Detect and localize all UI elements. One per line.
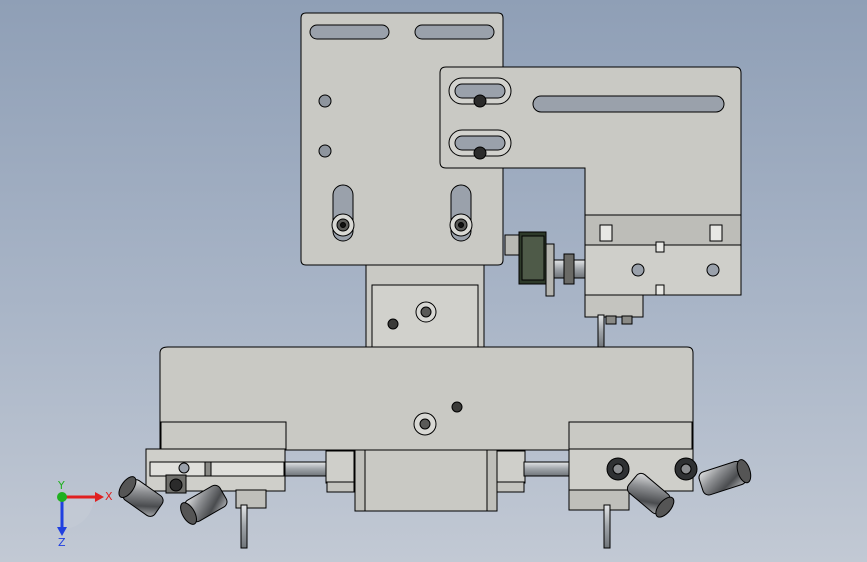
pneumatic-fitting-left-1[interactable] [116,474,166,519]
z-axis-label: Z [58,536,66,549]
pneumatic-fitting-left-2[interactable] [177,483,229,527]
guide-rods [284,450,570,493]
pneumatic-fitting-right-2[interactable] [674,457,753,497]
right-bracket-plate[interactable] [439,66,742,216]
y-axis-marker [57,492,67,502]
y-axis-label: Y [57,479,65,492]
z-axis-arrow [57,497,67,536]
central-column[interactable] [365,264,485,350]
x-axis-arrow [62,492,104,502]
main-body[interactable] [159,346,694,512]
pneumatic-fitting-right-1[interactable] [606,457,677,520]
screw-head-left [331,213,355,237]
side-connector[interactable] [504,231,586,297]
x-axis-label: X [105,490,113,503]
screw-head-right [449,213,473,237]
orientation-triad: X Y Z [57,479,113,549]
right-slide-cylinder[interactable] [584,214,742,349]
left-gripper-jaw[interactable] [145,421,287,549]
